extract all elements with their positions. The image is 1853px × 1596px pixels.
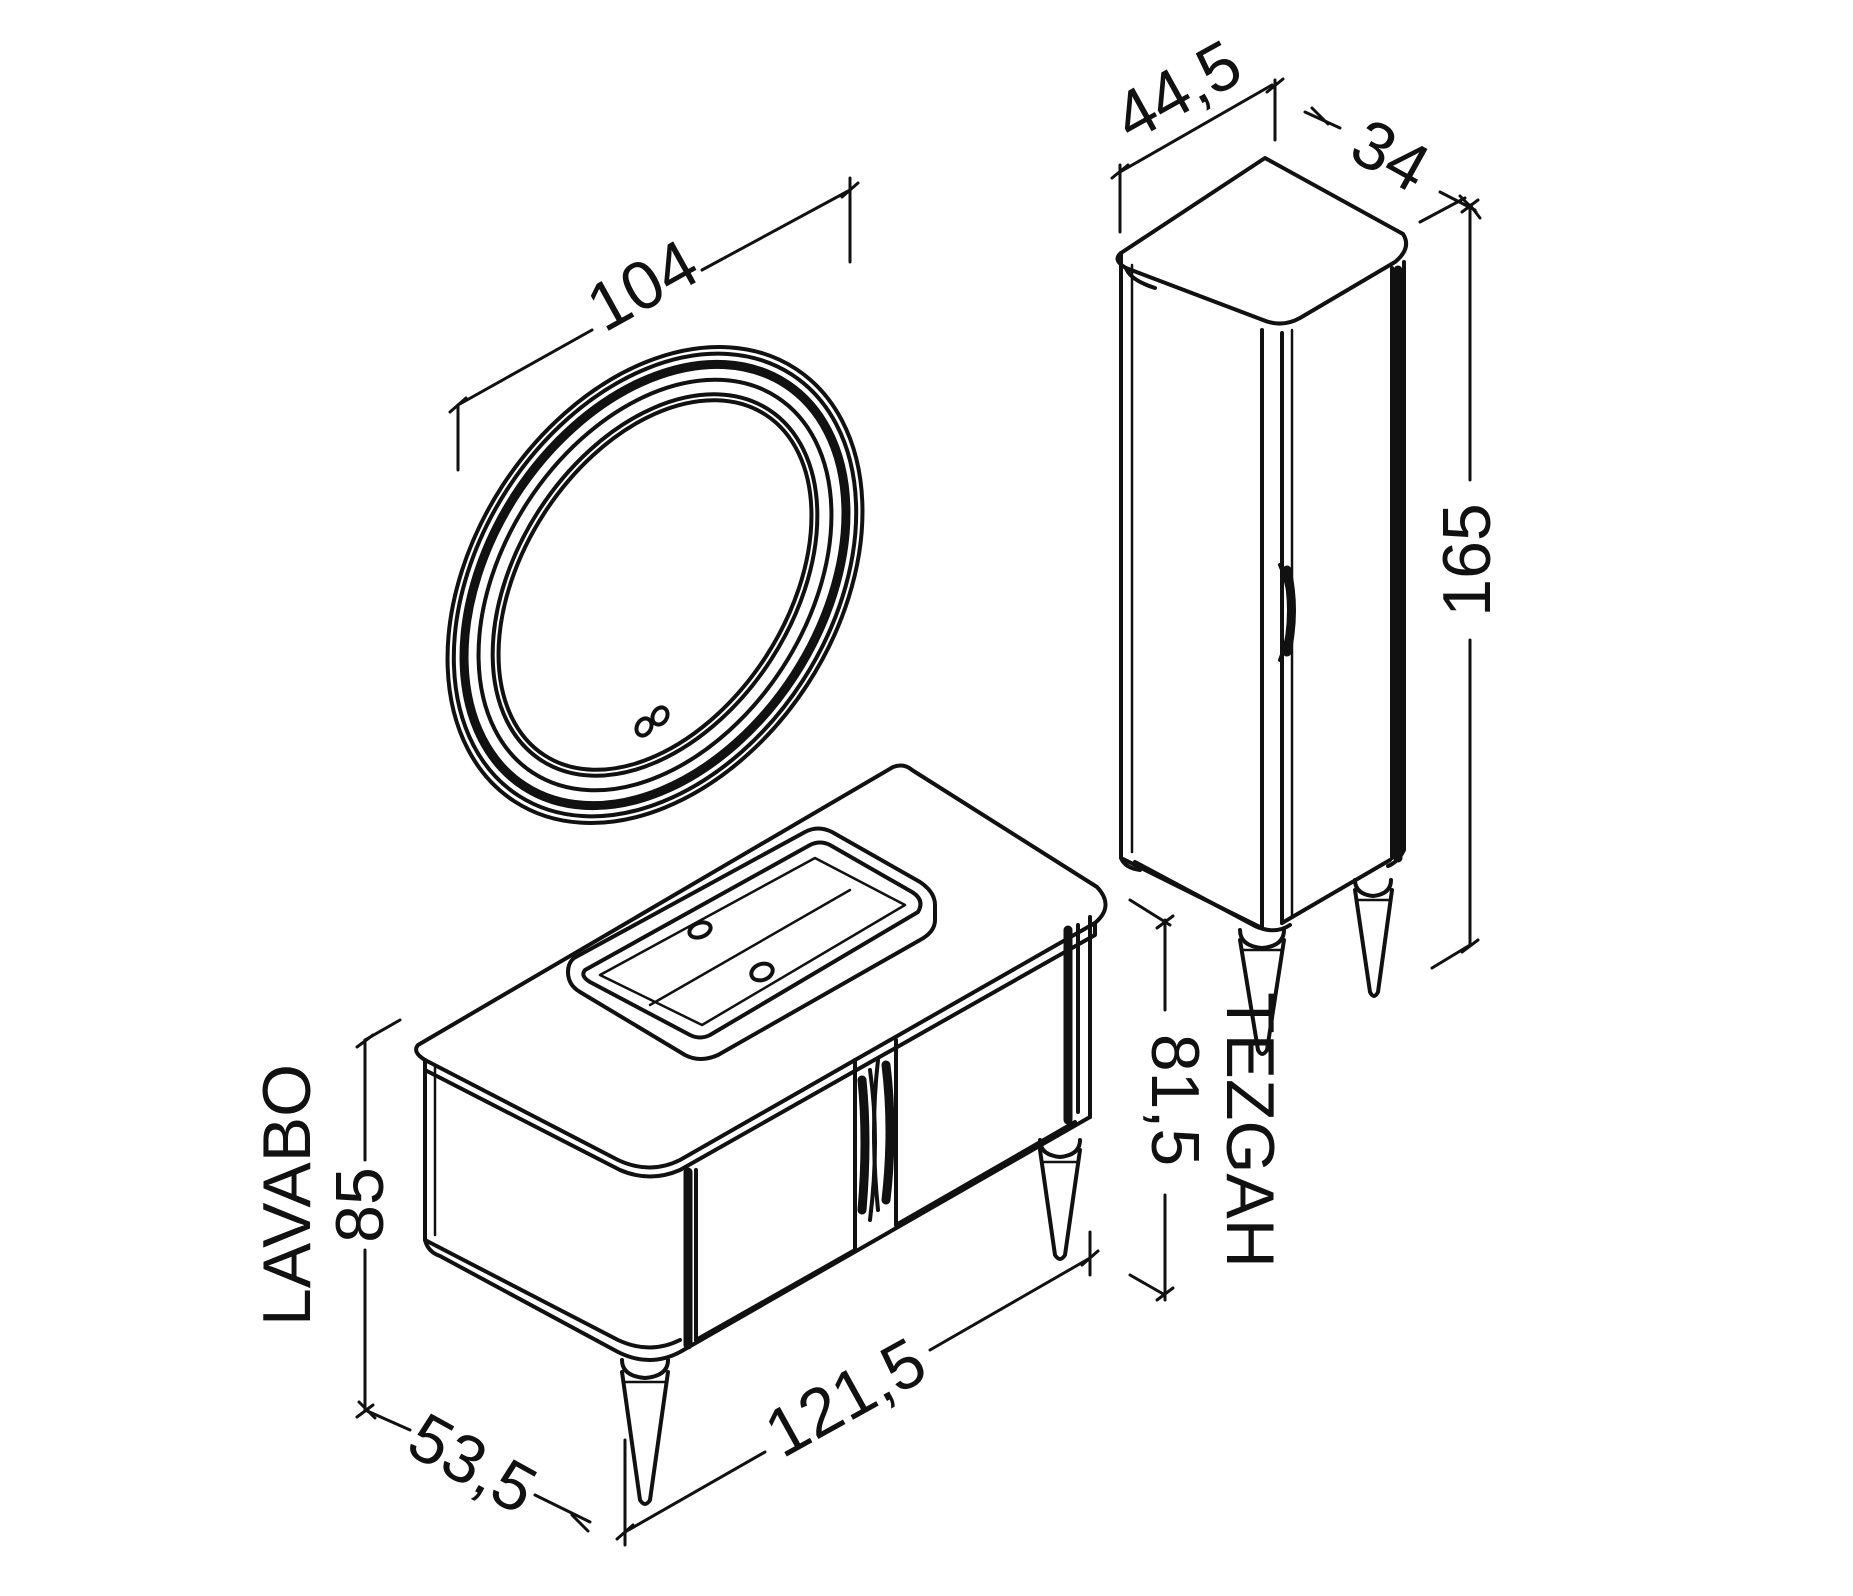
tall-cabinet-depth-dimension: 44,5 bbox=[1101, 25, 1285, 234]
tall-cabinet-width-dimension: 34 bbox=[1303, 104, 1482, 224]
tall-cabinet-front-leg bbox=[1238, 928, 1286, 1056]
mirror-width-dimension: 104 bbox=[448, 176, 860, 472]
vanity-height-label: 85 bbox=[322, 1167, 398, 1243]
faucet-hole-icon bbox=[687, 920, 713, 940]
tall-cabinet-height-dimension: 165 bbox=[1429, 198, 1505, 970]
mirror-width-label: 104 bbox=[575, 225, 711, 346]
washbasin bbox=[566, 826, 937, 1061]
countertop-height-label: 81,5 bbox=[1137, 1034, 1213, 1166]
tall-cabinet-handle-icon bbox=[1278, 563, 1296, 662]
vanity-back-leg bbox=[1038, 1138, 1082, 1261]
vanity-depth-dimension: 53,5 bbox=[357, 1398, 592, 1533]
vanity-front-leg bbox=[620, 1358, 670, 1506]
countertop-label: TEZGAH bbox=[1212, 992, 1288, 1268]
tall-cabinet-height-label: 165 bbox=[1429, 503, 1505, 616]
tall-cabinet bbox=[1115, 156, 1409, 1056]
tall-cabinet-depth-label: 44,5 bbox=[1101, 25, 1254, 156]
tall-cabinet-back-leg bbox=[1353, 878, 1394, 998]
mirror-touch-sensor-icon bbox=[634, 705, 670, 738]
countertop-height-dimension: 81,5 TEZGAH bbox=[1128, 898, 1288, 1302]
vanity-width-label: 121,5 bbox=[753, 1323, 939, 1472]
vanity-door-handle-icon bbox=[857, 1058, 895, 1222]
vanity-depth-label: 53,5 bbox=[396, 1398, 549, 1529]
round-mirror bbox=[445, 344, 865, 826]
vanity-height-dimension: 85 LAVABO bbox=[249, 1018, 402, 1419]
drain-hole-icon bbox=[749, 961, 775, 983]
vanity-unit bbox=[414, 763, 1108, 1506]
tall-cabinet-width-label: 34 bbox=[1339, 104, 1442, 207]
washbasin-label: LAVABO bbox=[249, 1064, 325, 1326]
